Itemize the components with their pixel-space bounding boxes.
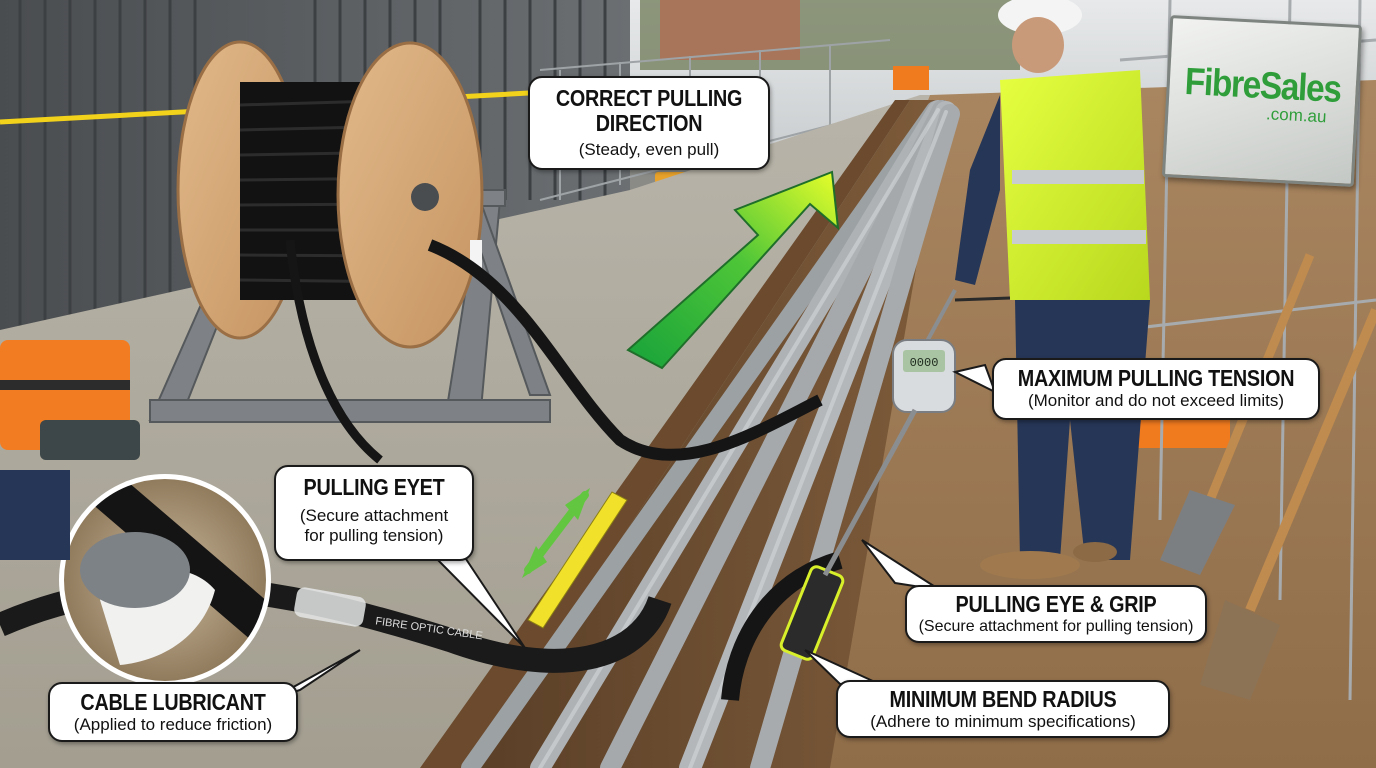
callout-cable-lubricant: CABLE LUBRICANT (Applied to reduce frict… bbox=[48, 682, 298, 742]
callout-subtitle: (Secure attachment for pulling tension) bbox=[918, 618, 1194, 635]
callout-subtitle: (Monitor and do not exceed limits) bbox=[1027, 391, 1285, 410]
fibre-cable bbox=[285, 239, 383, 464]
shovel-blade bbox=[1200, 600, 1280, 700]
worker-boot bbox=[980, 551, 1080, 579]
tension-chain bbox=[822, 408, 918, 577]
callout-subtitle: (Adhere to minimum specifications) bbox=[870, 712, 1136, 731]
house bbox=[660, 0, 800, 60]
callout-subtitle: for pulling tension) bbox=[304, 526, 444, 545]
measuring-tape bbox=[527, 491, 628, 629]
callout-pulling-direction: CORRECT PULLING DIRECTION (Steady, even … bbox=[528, 76, 770, 170]
worker-legs bbox=[1015, 300, 1150, 560]
worker-face bbox=[1012, 17, 1064, 73]
shovel-handle bbox=[1245, 308, 1376, 612]
gloved-hand bbox=[80, 532, 190, 608]
reel-front-flange bbox=[336, 41, 484, 349]
callout-subtitle: (Steady, even pull) bbox=[578, 140, 720, 159]
callout-subtitle: (Secure attachment bbox=[299, 506, 449, 525]
callout-title: PULLING EYE & GRIP bbox=[955, 591, 1157, 617]
cable-reel bbox=[176, 40, 484, 349]
worker-sleeve bbox=[0, 470, 70, 560]
callout-maximum-tension: MAXIMUM PULLING TENSION (Monitor and do … bbox=[992, 358, 1320, 420]
callout-title: MINIMUM BEND RADIUS bbox=[889, 686, 1117, 712]
callout-title: CABLE LUBRICANT bbox=[80, 689, 266, 715]
worker-arm bbox=[955, 95, 1000, 285]
callout-subtitle: (Applied to reduce friction) bbox=[73, 715, 273, 734]
callout-title: DIRECTION bbox=[595, 110, 703, 136]
shovel-blade bbox=[1160, 490, 1235, 575]
sign-brand: FibreSales bbox=[1183, 60, 1342, 112]
callout-title: CORRECT PULLING bbox=[555, 85, 743, 111]
gauge-readout: 0000 bbox=[910, 356, 939, 370]
cable-wrap bbox=[294, 587, 366, 627]
callout-minimum-bend: MINIMUM BEND RADIUS (Adhere to minimum s… bbox=[836, 680, 1170, 738]
callout-title: PULLING EYET bbox=[303, 474, 445, 500]
callout-pulling-eye-grip: PULLING EYE & GRIP (Secure attachment fo… bbox=[905, 585, 1207, 643]
barrier bbox=[893, 66, 929, 90]
hi-vis-vest bbox=[1000, 70, 1150, 300]
toolbox bbox=[0, 340, 140, 460]
worker-boot bbox=[1073, 542, 1117, 562]
fibresales-sign: FibreSales .com.au bbox=[1161, 15, 1363, 187]
gauge-chain bbox=[923, 289, 957, 346]
tension-rope bbox=[954, 296, 1011, 302]
pulling-direction-arrow bbox=[626, 170, 840, 370]
fibre-cable bbox=[427, 239, 823, 461]
callout-title: MAXIMUM PULLING TENSION bbox=[1017, 365, 1295, 391]
callout-pulling-eyet: PULLING EYET (Secure attachment for pull… bbox=[274, 465, 474, 561]
